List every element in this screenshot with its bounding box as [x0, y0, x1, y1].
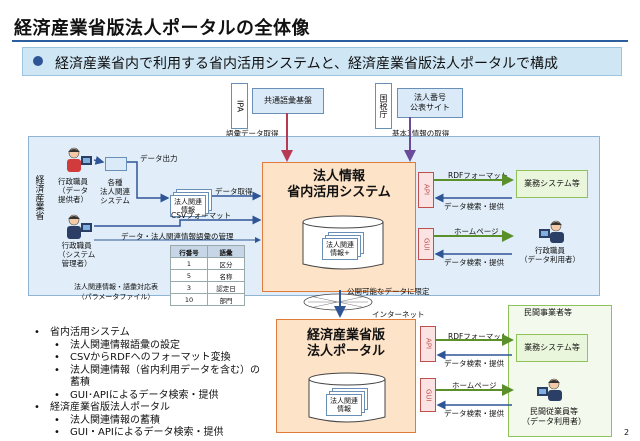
list-item: CSVからRDFへのフォーマット変換: [34, 352, 260, 365]
internal-file-stack: 法人関連 情報+: [322, 232, 364, 260]
file-stack-label: 法人関連 情報: [170, 195, 206, 217]
portal-file-stack: 法人関連 情報: [326, 388, 368, 416]
staff-provider-label: 行政職員 （データ 提供者）: [58, 177, 88, 204]
title-underline: [12, 40, 628, 42]
staff-admin-label: 行政職員 （システム 管理者）: [58, 241, 96, 268]
homepage-label-1: ホームページ: [454, 227, 499, 236]
common-vocabulary-box: 共通語彙基盤: [252, 88, 324, 114]
data-search-label-4: データ検索・提供: [444, 409, 504, 418]
rdf-format-label-2: RDFフォーマット: [448, 332, 509, 341]
table-header: 行番号: [170, 245, 208, 258]
nta-tag: 国税庁: [375, 83, 392, 129]
internet-label: インターネット: [372, 310, 425, 319]
list-item: 蓄積: [70, 377, 90, 388]
corporate-systems-label: 各種 法人関連 システム: [100, 178, 130, 205]
list-item: 法人関連情報語彙の設定: [34, 340, 260, 353]
table-cell: 区分: [207, 257, 245, 270]
portal-db-label: 法人関連 情報: [326, 394, 362, 416]
meti-region-label: 経済産業省: [33, 175, 44, 220]
page-number: 2: [624, 428, 630, 437]
data-search-label-3: データ検索・提供: [444, 359, 504, 368]
gui-tag-internal: GUI: [418, 228, 434, 260]
staff-admin-icon: [67, 214, 92, 239]
internal-db-label: 法人関連 情報+: [322, 238, 358, 260]
arrow: [93, 155, 105, 165]
list-item: 法人関連情報の蓄積: [34, 415, 260, 428]
staff-provider-icon: [67, 147, 92, 172]
list-item: 経済産業省版法人ポータル: [34, 402, 260, 415]
table-cell: 10: [170, 293, 208, 306]
portal-title: 経済産業省版 法人ポータル: [306, 328, 385, 359]
list-item: GUI・APIによるデータ検索・提供: [34, 427, 260, 440]
data-get-label: データ取得: [215, 187, 253, 196]
gui-tag-portal: GUI: [420, 378, 436, 412]
business-system-box-2: 業務システム等: [516, 334, 588, 362]
data-search-label-2: データ検索・提供: [444, 258, 504, 267]
private-staff-icon: [537, 378, 562, 401]
bullet-dot-icon: [33, 56, 43, 66]
arrow: [94, 215, 262, 227]
vocab-data-get-label: 語彙データ取得: [226, 129, 279, 138]
list-item: 省内活用システム: [34, 327, 260, 340]
page-title: 経済産業省版法人ポータルの全体像: [14, 18, 310, 39]
staff-user-icon: [539, 220, 564, 243]
corporate-number-site-box: 法人番号 公表サイト: [397, 88, 463, 118]
data-search-label-1: データ検索・提供: [444, 202, 504, 211]
bullet-list: 省内活用システム 法人関連情報語彙の設定 CSVからRDFへのフォーマット変換 …: [34, 327, 260, 440]
table-cell: 名称: [207, 269, 245, 282]
list-item: GUI･APIによるデータ検索・提供: [34, 390, 260, 403]
subtitle: 経済産業省内で利用する省内活用システムと、経済産業省版法人ポータルで構成: [55, 56, 559, 72]
table-cell: 部門: [207, 293, 245, 306]
list-item: 法人関連情報（省内利用データを含む）の: [34, 365, 260, 378]
ipa-tag: IPA: [231, 83, 248, 129]
internal-system-title: 法人情報 省内活用システム: [287, 169, 391, 200]
data-output-label: データ出力: [140, 154, 178, 163]
homepage-label-2: ホームページ: [452, 381, 497, 390]
file-stack: 法人関連 情報: [170, 189, 212, 217]
internal-system-box: 法人情報 省内活用システム: [262, 162, 416, 292]
subtitle-bar: 経済産業省内で利用する省内活用システムと、経済産業省版法人ポータルで構成: [22, 47, 622, 76]
rdf-format-label-1: RDFフォーマット: [448, 171, 509, 180]
arrow: [127, 161, 170, 203]
api-tag-portal: API: [420, 326, 436, 362]
private-sector-label: 民間事業者等: [524, 308, 572, 317]
api-tag-internal: API: [418, 172, 434, 208]
private-staff-label: 民間従業員等 （データ利用者）: [522, 407, 586, 426]
csv-format-label: CSVフォーマット: [171, 211, 232, 220]
basic-info-get-label: 基本3情報の取得: [392, 129, 450, 138]
staff-user-label: 行政職員 （データ利用者）: [520, 246, 580, 264]
private-sector-region: [508, 305, 612, 437]
vocab-table-caption: 法人関連情報・語彙対応表 （パラメータファイル）: [74, 283, 158, 301]
systems-monitor-icon: [105, 157, 127, 171]
vocab-management-label: データ・法人関連情報語彙の管理: [121, 232, 234, 241]
public-data-only-label: 公開可能なデータに限定: [347, 287, 430, 296]
business-system-box-1: 業務システム等: [516, 170, 588, 198]
table-cell: 1: [170, 257, 208, 270]
